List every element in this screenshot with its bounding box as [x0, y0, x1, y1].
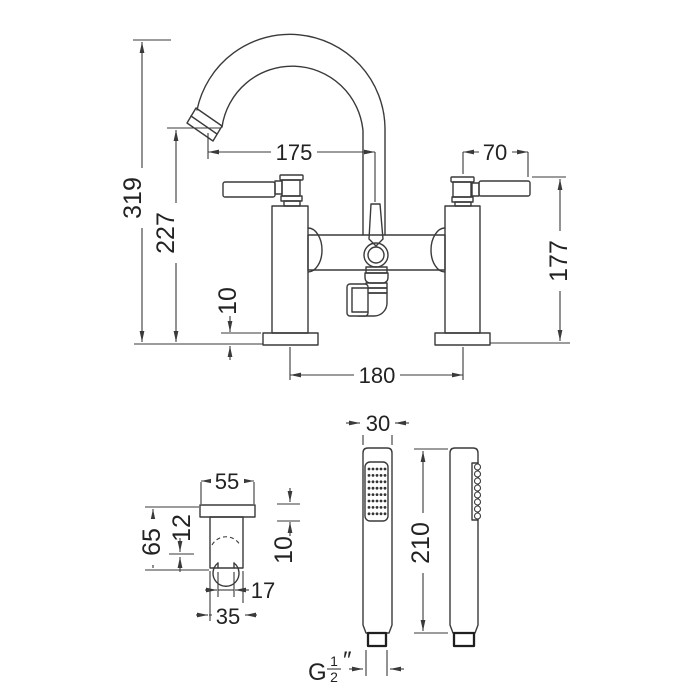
dim-base-thickness: 10 [214, 287, 261, 360]
body-pillars [262, 205, 491, 346]
dim-total-height-label: 319 [119, 177, 147, 219]
spout-outline [186, 33, 386, 236]
dim-spout-height: 227 [152, 127, 221, 342]
dim-thread-size: G 1 2 ″ [308, 647, 404, 686]
diverter-and-outlet [346, 203, 389, 317]
dim-tap-centres: 180 [289, 347, 464, 388]
thread-prefix-label: G [308, 659, 327, 686]
thread-suffix-label: ″ [343, 647, 352, 674]
dim-handset-length-label: 210 [407, 522, 435, 564]
dim-plate-thickness-label: 10 [270, 536, 298, 564]
dim-bracket-height-label: 65 [138, 528, 166, 556]
dim-tap-centres-label: 180 [359, 363, 396, 388]
dim-spout-height-label: 227 [152, 212, 180, 254]
dim-bracket-height: 65 [138, 506, 209, 571]
dim-spout-reach-label: 175 [276, 140, 313, 165]
handset-side-connector [452, 631, 476, 648]
dim-slot-width: 17 [205, 572, 275, 603]
wall-bracket-view: 55 65 12 10 [138, 468, 300, 629]
bracket-outline [199, 504, 256, 587]
dim-plate-width: 55 [200, 468, 255, 504]
dim-spout-reach: 175 [207, 133, 376, 202]
dim-base-thickness-label: 10 [214, 287, 242, 315]
dim-handset-width-label: 30 [366, 411, 390, 436]
dim-total-height: 319 [119, 39, 171, 342]
handset-spray-dots [367, 467, 387, 516]
dim-handset-length: 210 [407, 448, 448, 634]
dim-bracket-body-width: 35 [196, 571, 257, 629]
dim-hole-offset: 12 [168, 514, 196, 572]
mixer-front-view: 319 227 175 70 [119, 33, 573, 388]
handset-side-view: 210 [407, 447, 482, 648]
dim-plate-width-label: 55 [215, 469, 239, 494]
bracket-dashed-arc [211, 536, 241, 546]
handset-nozzle-bumps [473, 463, 482, 520]
dim-slot-width-label: 17 [251, 578, 275, 603]
thread-denominator-label: 2 [330, 669, 338, 685]
dim-handset-width: 30 [346, 410, 409, 445]
right-handle [450, 176, 531, 207]
dim-lever-reach: 70 [462, 139, 529, 177]
dim-body-height: 177 [532, 176, 573, 341]
thread-numerator-label: 1 [330, 653, 338, 669]
handset-side-body [449, 447, 479, 634]
handset-spray-plate [364, 461, 389, 522]
dim-hole-offset-label: 12 [168, 514, 196, 542]
deck-baseline [134, 342, 570, 345]
dim-plate-thickness: 10 [270, 488, 300, 564]
dim-body-height-label: 177 [545, 240, 573, 282]
dim-lever-reach-label: 70 [483, 140, 507, 165]
dim-bracket-body-width-label: 35 [216, 604, 240, 629]
handset-front-body [362, 447, 393, 634]
handset-front-view: 30 G 1 2 ″ [308, 410, 409, 686]
left-handle [222, 174, 304, 207]
handset-front-connector [366, 631, 388, 648]
